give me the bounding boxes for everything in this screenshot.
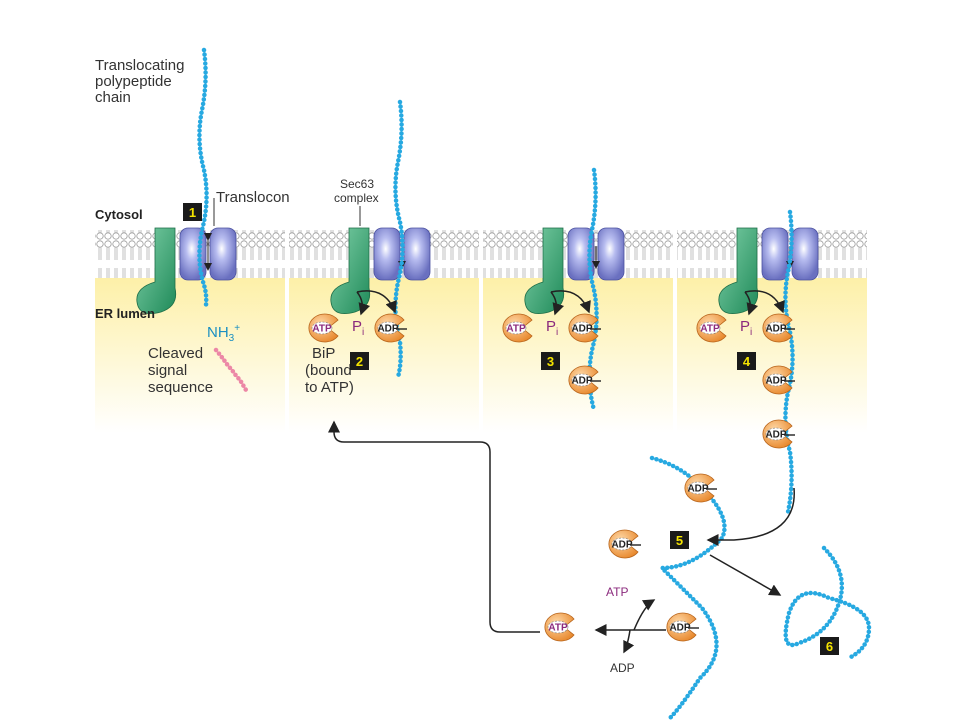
pi-label-2: Pi: [352, 318, 364, 338]
bip-adp-step-5a: ADP: [684, 473, 717, 503]
er-lumen-panel-2: [289, 278, 479, 433]
er-lumen-panel-4: [677, 278, 867, 433]
svg-text:ATP: ATP: [700, 324, 720, 335]
bip-adp-step-4a: ADP: [762, 313, 795, 343]
translocon-3: [567, 227, 625, 281]
step-4-box: 4: [737, 352, 756, 370]
svg-text:ADP: ADP: [669, 623, 690, 634]
svg-text:ADP: ADP: [765, 376, 786, 387]
svg-text:ADP: ADP: [687, 484, 708, 495]
bip-atp-step-4: ATP: [696, 313, 727, 343]
translocon-4: [761, 227, 819, 281]
chain-step-1: [197, 47, 209, 308]
svg-text:ADP: ADP: [377, 324, 398, 335]
bip-adp-step-4c: ADP: [762, 419, 795, 449]
svg-text:ATP: ATP: [506, 324, 526, 335]
bip-adp-step-3b: ADP: [568, 365, 601, 395]
step-3-box: 3: [541, 352, 560, 370]
svg-text:ADP: ADP: [611, 540, 632, 551]
bip-adp-step-2: ADP: [374, 313, 407, 343]
step-5-box: 5: [670, 531, 689, 549]
cleaved-signal-label: Cleaved signal sequence: [148, 345, 213, 396]
svg-text:5: 5: [676, 533, 683, 548]
translocating-chain-label: Translocating polypeptide chain: [95, 57, 189, 106]
sec63-label: Sec63 complex: [334, 177, 379, 205]
atp-in-arrow: [633, 599, 656, 631]
step-1-box: 1: [183, 203, 202, 221]
svg-text:6: 6: [826, 639, 833, 654]
sec63-complex-2: [330, 227, 371, 315]
adp-out-arrow: [623, 629, 635, 654]
to-step-6-arrow: [709, 554, 782, 596]
bip-atp-step-2: ATP: [308, 313, 339, 343]
bip-adp-recycle: ADP: [666, 612, 699, 642]
pi-release-arrow-4: [744, 291, 759, 316]
bip-adp-step-4b: ADP: [762, 365, 795, 395]
svg-text:4: 4: [743, 354, 751, 369]
bip-molecules: ATP ADP ATP ADP ADP ATP ADP ADP ADP ADP ADP ADP ATP: [308, 313, 795, 642]
bip-adp-step-3a: ADP: [568, 313, 601, 343]
sec63-complex-4: [718, 227, 759, 315]
svg-text:1: 1: [189, 205, 196, 220]
arrows: [328, 290, 795, 654]
adp-binding-arrow-4: [744, 290, 785, 314]
chain-step-6: [783, 545, 872, 661]
er-lumen-panel-1: [95, 278, 285, 433]
free-adp-label: ADP: [610, 661, 635, 675]
pi-label-4: Pi: [740, 318, 752, 338]
er-lumen-panel-3: [483, 278, 673, 433]
svg-text:ADP: ADP: [571, 376, 592, 387]
svg-text:ATP: ATP: [548, 623, 568, 634]
membrane-complexes: [136, 227, 819, 315]
step-2-box: 2: [350, 352, 369, 370]
svg-text:ADP: ADP: [571, 324, 592, 335]
nh3-label: NH3+: [207, 323, 240, 344]
svg-text:ADP: ADP: [765, 324, 786, 335]
sec63-complex-1: [136, 227, 177, 315]
pi-release-arrow-3: [550, 291, 565, 316]
release-to-step-5-arrow: [706, 487, 795, 546]
cytosol-label: Cytosol: [95, 207, 143, 222]
pi-label-3: Pi: [546, 318, 558, 338]
chain-step-4: [783, 209, 795, 515]
svg-text:2: 2: [356, 354, 363, 369]
er-lumen-panels: [95, 278, 867, 433]
er-lumen-label: ER lumen: [95, 306, 155, 321]
adp-binding-arrow-2: [356, 290, 397, 314]
bip-atp-recycled: ATP: [544, 612, 575, 642]
bip-label: BiP (bound to ATP): [305, 345, 356, 396]
svg-text:ADP: ADP: [765, 430, 786, 441]
translocon-2: [373, 227, 431, 281]
step-6-box: 6: [820, 637, 839, 655]
bip-atp-step-3: ATP: [502, 313, 533, 343]
chain-step-2: [393, 99, 405, 380]
adp-binding-arrow-3: [550, 290, 591, 314]
bip-adp-step-5b: ADP: [608, 529, 641, 559]
free-atp-label: ATP: [606, 585, 628, 599]
svg-text:ATP: ATP: [312, 324, 332, 335]
sec63-complex-3: [524, 227, 565, 315]
bip-recycle-arrow: [328, 420, 540, 633]
svg-text:3: 3: [547, 354, 554, 369]
translocon-label: Translocon: [216, 189, 290, 206]
pi-release-arrow-2: [356, 291, 371, 316]
cleaved-signal-sequence: [213, 347, 249, 393]
